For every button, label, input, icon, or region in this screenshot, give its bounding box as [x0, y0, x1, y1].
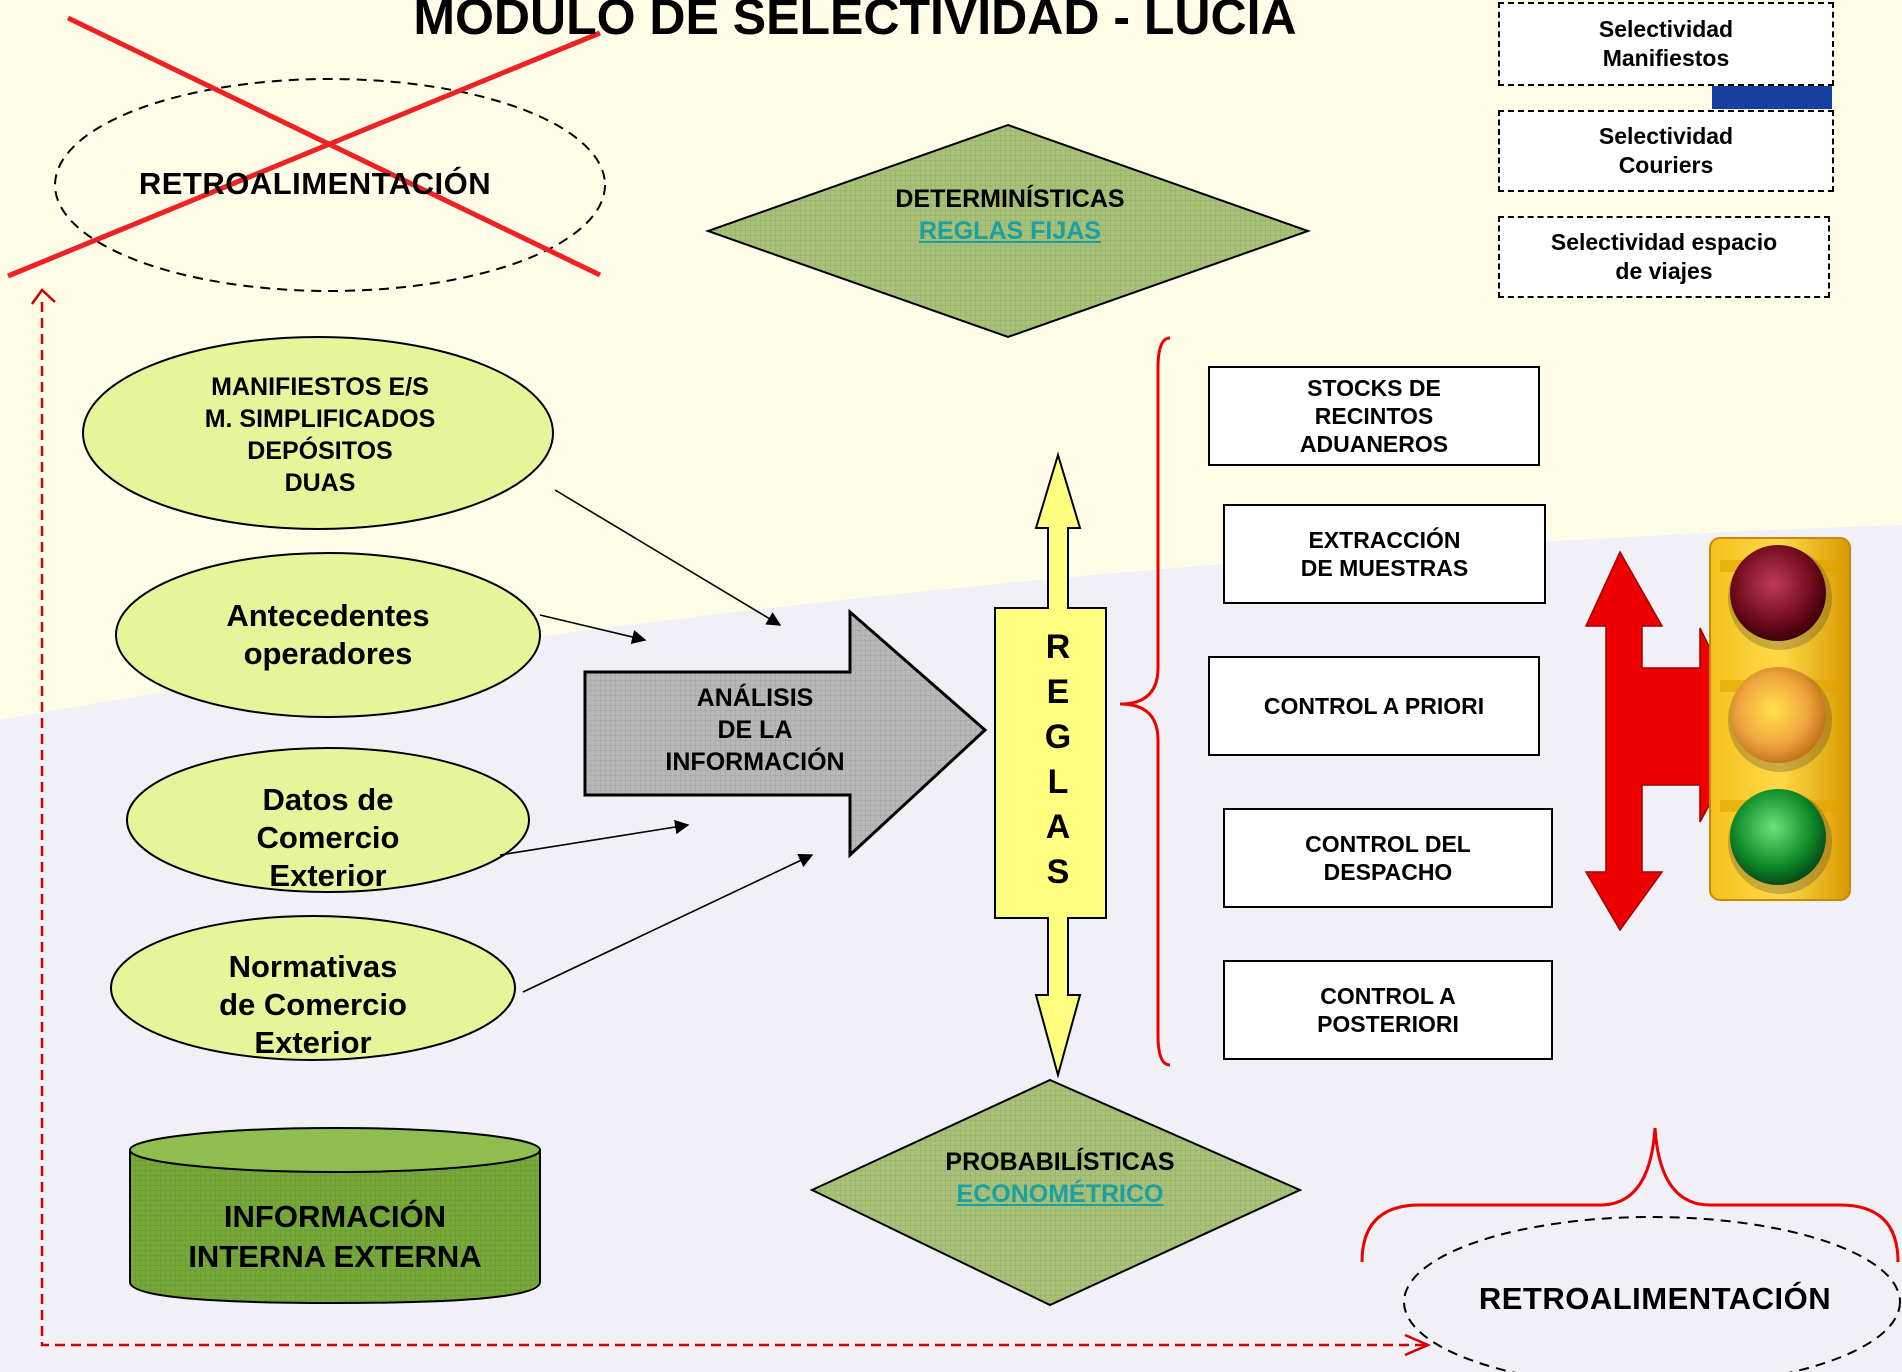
rules-double-arrow [994, 451, 1107, 1079]
fixed-rules-link[interactable]: REGLAS FIJAS [919, 217, 1101, 245]
feedback-loop-line [40, 296, 1425, 1347]
controls-brace [1119, 336, 1171, 1067]
feedback-crossed-label: RETROALIMENTACIÓN [138, 166, 492, 201]
input-label-trade-rules: Normativas de Comercio Exterior [219, 949, 407, 1060]
traffic-light-icon [1709, 537, 1851, 901]
blue-strip [1712, 85, 1832, 109]
econometric-link[interactable]: ECONOMÉTRICO [956, 1180, 1164, 1208]
control-box-a-priori: CONTROL A PRIORI [1208, 656, 1540, 756]
input-label-operators: Antecedentes operadores [226, 598, 430, 671]
probabilistic-label: PROBABILÍSTICAS ECONOMÉTRICO [850, 1143, 1270, 1213]
control-box-stocks: STOCKS DE RECINTOS ADUANEROS [1208, 366, 1540, 466]
input-label-manifests: MANIFIESTOS E/S M. SIMPLIFICADOS DEPÓSIT… [204, 373, 436, 497]
rules-letter-r: R [1045, 628, 1071, 666]
rules-letter-s: S [1046, 853, 1070, 891]
connector-arrow-2 [539, 614, 647, 645]
rules-letter-l: L [1047, 763, 1069, 801]
selectivity-travel-space-box: Selectividad espacio de viajes [1498, 216, 1830, 298]
database-cylinder [129, 1127, 541, 1305]
rules-letter-e: E [1046, 673, 1070, 711]
selectivity-manifests-box: Selectividad Manifiestos [1498, 2, 1834, 86]
analysis-label: ANÁLISIS DE LA INFORMACIÓN [665, 684, 845, 776]
page-title: MÓDULO DE SELECTIVIDAD - LUCIA [413, 0, 1297, 45]
deterministic-title: DETERMINÍSTICAS [895, 185, 1125, 213]
feedback-ellipse [1403, 1216, 1901, 1372]
cross-line-2 [7, 30, 601, 279]
feedback-brace [1360, 1127, 1900, 1263]
input-ellipse-3 [126, 747, 530, 893]
feedback-label: RETROALIMENTACIÓN [1478, 1281, 1832, 1316]
rules-label: R E G L A S [1020, 625, 1096, 895]
input-label-trade-data: Datos de Comercio Exterior [256, 782, 400, 893]
feedback-ellipse-crossed [54, 78, 606, 292]
feedback-loop-arrowhead-right [1404, 1333, 1432, 1357]
input-ellipse-2 [115, 552, 541, 718]
control-box-sampling: EXTRACCIÓN DE MUESTRAS [1223, 504, 1546, 604]
database-label: INFORMACIÓN INTERNA EXTERNA [188, 1199, 482, 1274]
control-box-dispatch: CONTROL DEL DESPACHO [1223, 808, 1553, 908]
probabilistic-title: PROBABILÍSTICAS [945, 1148, 1175, 1176]
input-ellipse-1 [82, 336, 554, 530]
connector-arrow-4 [522, 854, 814, 993]
feedback-loop-arrowhead-up [30, 288, 56, 305]
connector-arrow-1 [554, 489, 782, 626]
connector-arrow-3 [499, 819, 690, 856]
rules-letter-a: A [1045, 808, 1071, 846]
control-box-a-posteriori: CONTROL A POSTERIORI [1223, 960, 1553, 1060]
input-ellipse-4 [110, 915, 516, 1061]
deterministic-label: DETERMINÍSTICAS REGLAS FIJAS [800, 180, 1220, 250]
rules-letter-g: G [1044, 718, 1072, 756]
cross-line-1 [66, 15, 602, 278]
selectivity-couriers-box: Selectividad Couriers [1498, 110, 1834, 192]
